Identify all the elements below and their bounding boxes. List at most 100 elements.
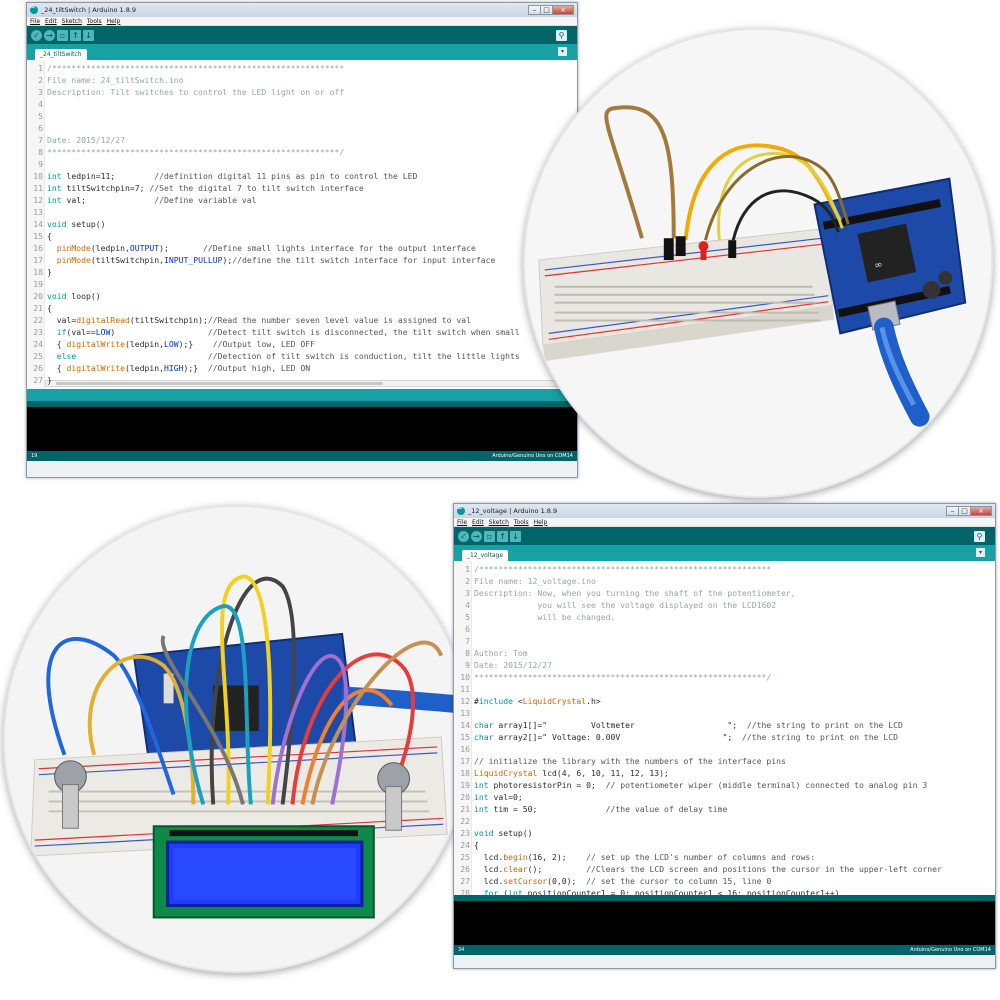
save-icon[interactable]: ↓	[83, 29, 94, 41]
title-bar: _12_voltage | Arduino 1.8.9 – □ ×	[454, 504, 995, 518]
code-line[interactable]: 24{	[454, 839, 995, 851]
line-number: 25	[33, 351, 43, 361]
menu-edit[interactable]: Edit	[472, 518, 484, 526]
code-line[interactable]: 27 lcd.setCursor(0,0); // set the cursor…	[454, 875, 995, 887]
close-button[interactable]: ×	[970, 505, 992, 516]
menu-help[interactable]: Help	[106, 17, 121, 25]
console-divider[interactable]	[27, 401, 577, 407]
code-line[interactable]: 5	[27, 110, 577, 122]
menu-help[interactable]: Help	[533, 518, 548, 526]
code-line[interactable]: 16	[454, 743, 995, 755]
save-icon[interactable]: ↓	[510, 530, 521, 542]
upload-icon[interactable]: →	[471, 530, 482, 542]
tab-menu-icon[interactable]: ▾	[558, 47, 567, 56]
upload-icon[interactable]: →	[44, 29, 55, 41]
tab-sketch[interactable]: _24_tiltSwitch	[35, 49, 87, 60]
code-line[interactable]: 8***************************************…	[27, 146, 577, 158]
code-line[interactable]: 27}	[27, 374, 577, 386]
code-text: void loop()	[47, 291, 101, 301]
serial-monitor-icon[interactable]: ⚲	[974, 530, 985, 542]
verify-icon[interactable]: ✓	[458, 530, 469, 542]
code-line[interactable]: 1/**************************************…	[27, 62, 577, 74]
code-editor[interactable]: 1/**************************************…	[27, 60, 577, 389]
code-line[interactable]: 23 if(val==LOW) //Detect tilt switch is …	[27, 326, 577, 338]
code-line[interactable]: 22	[454, 815, 995, 827]
menu-file[interactable]: File	[30, 17, 41, 25]
code-line[interactable]: 25 else //Detection of tilt switch is co…	[27, 350, 577, 362]
code-line[interactable]: 16 pinMode(ledpin,OUTPUT); //Define smal…	[27, 242, 577, 254]
code-line[interactable]: 13	[27, 206, 577, 218]
code-line[interactable]: 18}	[27, 266, 577, 278]
console-divider[interactable]	[454, 895, 995, 901]
serial-monitor-icon[interactable]: ⚲	[556, 29, 567, 41]
menu-edit[interactable]: Edit	[45, 17, 57, 25]
code-line[interactable]: 4 you will see the voltage displayed on …	[454, 599, 995, 611]
line-number-gutter	[27, 60, 45, 389]
code-line[interactable]: 11	[454, 683, 995, 695]
code-line[interactable]: 24 { digitalWrite(ledpin,LOW);} //Output…	[27, 338, 577, 350]
code-text: int tim = 50; //the value of delay time	[474, 804, 728, 814]
code-line[interactable]: 1/**************************************…	[454, 563, 995, 575]
code-line[interactable]: 25 lcd.begin(16, 2); // set up the LCD's…	[454, 851, 995, 863]
new-icon[interactable]: ▫	[484, 530, 495, 542]
code-line[interactable]: 13	[454, 707, 995, 719]
code-line[interactable]: 17// initialize the library with the num…	[454, 755, 995, 767]
menu-sketch[interactable]: Sketch	[488, 518, 509, 526]
line-number: 17	[33, 255, 43, 265]
code-line[interactable]: 26 { digitalWrite(ledpin,HIGH);} //Outpu…	[27, 362, 577, 374]
code-line[interactable]: 21{	[27, 302, 577, 314]
code-line[interactable]: 17 pinMode(tiltSwitchpin,INPUT_PULLUP);/…	[27, 254, 577, 266]
code-line[interactable]: 22 val=digitalRead(tiltSwitchpin);//Read…	[27, 314, 577, 326]
code-line[interactable]: 28 for (int positionCounter1 = 0; positi…	[454, 887, 995, 895]
code-line[interactable]: 6	[454, 623, 995, 635]
toolbar: ✓ → ▫ ↑ ↓ ⚲	[27, 26, 577, 44]
menu-file[interactable]: File	[457, 518, 468, 526]
line-number: 18	[460, 768, 470, 778]
code-text: #include <LiquidCrystal.h>	[474, 696, 601, 706]
verify-icon[interactable]: ✓	[31, 29, 42, 41]
menu-tools[interactable]: Tools	[86, 17, 102, 25]
menu-sketch[interactable]: Sketch	[61, 17, 82, 25]
code-line[interactable]: 15{	[27, 230, 577, 242]
code-line[interactable]: 26 lcd.clear(); //Clears the LCD screen …	[454, 863, 995, 875]
menu-tools[interactable]: Tools	[513, 518, 529, 526]
new-icon[interactable]: ▫	[57, 29, 68, 41]
code-line[interactable]: 9	[27, 158, 577, 170]
code-line[interactable]: 12#include <LiquidCrystal.h>	[454, 695, 995, 707]
code-line[interactable]: 10**************************************…	[454, 671, 995, 683]
code-text: int val=0;	[474, 792, 523, 802]
close-button[interactable]: ×	[552, 4, 574, 15]
tab-sketch[interactable]: _12_voltage	[462, 550, 509, 561]
code-editor[interactable]: 1/**************************************…	[454, 561, 995, 895]
code-text: { digitalWrite(ledpin,LOW);} //Output lo…	[47, 339, 316, 349]
code-line[interactable]: 19	[27, 278, 577, 290]
code-line[interactable]: 6	[27, 122, 577, 134]
tab-menu-icon[interactable]: ▾	[976, 548, 985, 557]
code-line[interactable]: 5 will be changed.	[454, 611, 995, 623]
open-icon[interactable]: ↑	[70, 29, 81, 41]
code-line[interactable]: 4	[27, 98, 577, 110]
code-text: int val; //Define variable val	[47, 195, 257, 205]
board-port-status: Arduino/Genuino Uno on COM14	[910, 947, 991, 953]
code-line[interactable]: 7	[454, 635, 995, 647]
open-icon[interactable]: ↑	[497, 530, 508, 542]
